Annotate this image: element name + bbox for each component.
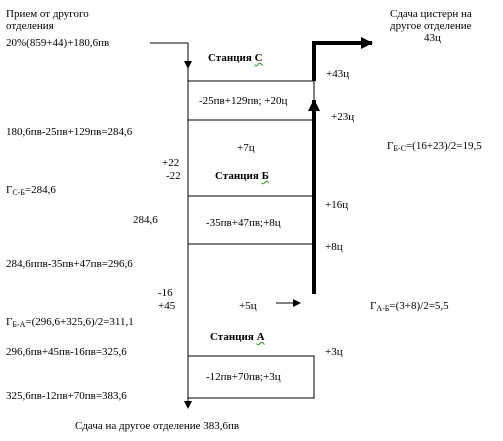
g-ba-formula: ГБ-А=(296,6+325,6)/2=311,1 — [6, 316, 134, 329]
g-ab-formula: ГА-Б=(3+8)/2=5,5 — [370, 300, 449, 313]
label-minus22: -22 — [166, 170, 181, 182]
input-formula: 20%(859+44)+180,6пв — [6, 37, 110, 49]
label-plus5: +5ц — [239, 300, 257, 312]
balance-final: 325,6пв-12пв+70пв=383,6 — [6, 390, 127, 402]
g-ba-prefix: Г — [6, 316, 13, 328]
label-plus3: +3ц — [325, 346, 343, 358]
g-ba-value: =(296,6+325,6)/2=311,1 — [25, 316, 134, 328]
label-plus8: +8ц — [325, 241, 343, 253]
station-a-box-text: -12пв+70пв;+3ц — [206, 371, 281, 383]
balance-c: 180,6пв-25пв+129пв=284,6 — [6, 126, 133, 138]
output-label-line2: другое отделение — [390, 20, 472, 32]
station-c-title: Станция С — [208, 52, 263, 64]
label-plus22: +22 — [162, 157, 180, 169]
balance-b: 284,6ппв-35пв+47пв=296,6 — [6, 258, 133, 270]
label-plus7: +7ц — [237, 142, 255, 154]
label-minus16: -16 — [158, 287, 173, 299]
value-284-6: 284,6 — [133, 214, 158, 226]
g-bc-prefix: Г — [387, 140, 394, 152]
station-a-title: Станция А — [210, 331, 265, 343]
g-cb-sub: С-Б — [12, 188, 25, 197]
station-b-title: Станция Б — [215, 170, 269, 182]
g-cb-formula: ГС-Б=284,6 — [6, 184, 56, 197]
output-value: 43ц — [424, 32, 441, 44]
output-label-line1: Сдача цистерн на — [390, 8, 472, 20]
station-b-title-letter: Б — [261, 170, 269, 182]
label-plus43: +43ц — [326, 68, 350, 80]
g-ab-prefix: Г — [370, 300, 377, 312]
label-plus16: +16ц — [325, 199, 349, 211]
g-bc-formula: ГБ-С=(16+23)/2=19,5 — [387, 140, 482, 153]
g-ab-value: =(3+8)/2=5,5 — [389, 300, 449, 312]
balance-a: 296,6пв+45пв-16пв=325,6 — [6, 346, 127, 358]
label-plus23: +23ц — [331, 111, 355, 123]
g-ab-sub: А-Б — [376, 304, 390, 313]
station-a-box — [187, 355, 315, 399]
g-cb-prefix: Г — [6, 184, 13, 196]
station-c-title-main: Станция — [208, 52, 255, 64]
station-b-title-main: Станция — [215, 170, 262, 182]
output-bottom-label: Сдача на другое отделение 383,6пв — [75, 420, 240, 432]
station-a-title-main: Станция — [210, 331, 257, 343]
g-bc-sub: Б-С — [393, 144, 406, 153]
station-b-box-text: -35пв+47пв;+8ц — [206, 217, 281, 229]
station-c-title-letter: С — [254, 52, 263, 64]
g-ba-sub: Б-А — [12, 320, 26, 329]
station-c-box-text: -25пв+129пв; +20ц — [199, 95, 288, 107]
input-label-line1: Прием от другого — [6, 8, 89, 20]
label-plus45: +45 — [158, 300, 176, 312]
g-cb-value: =284,6 — [24, 184, 56, 196]
g-bc-value: =(16+23)/2=19,5 — [405, 140, 482, 152]
station-a-title-letter: А — [256, 331, 265, 343]
input-label-line2: отделения — [6, 20, 54, 32]
